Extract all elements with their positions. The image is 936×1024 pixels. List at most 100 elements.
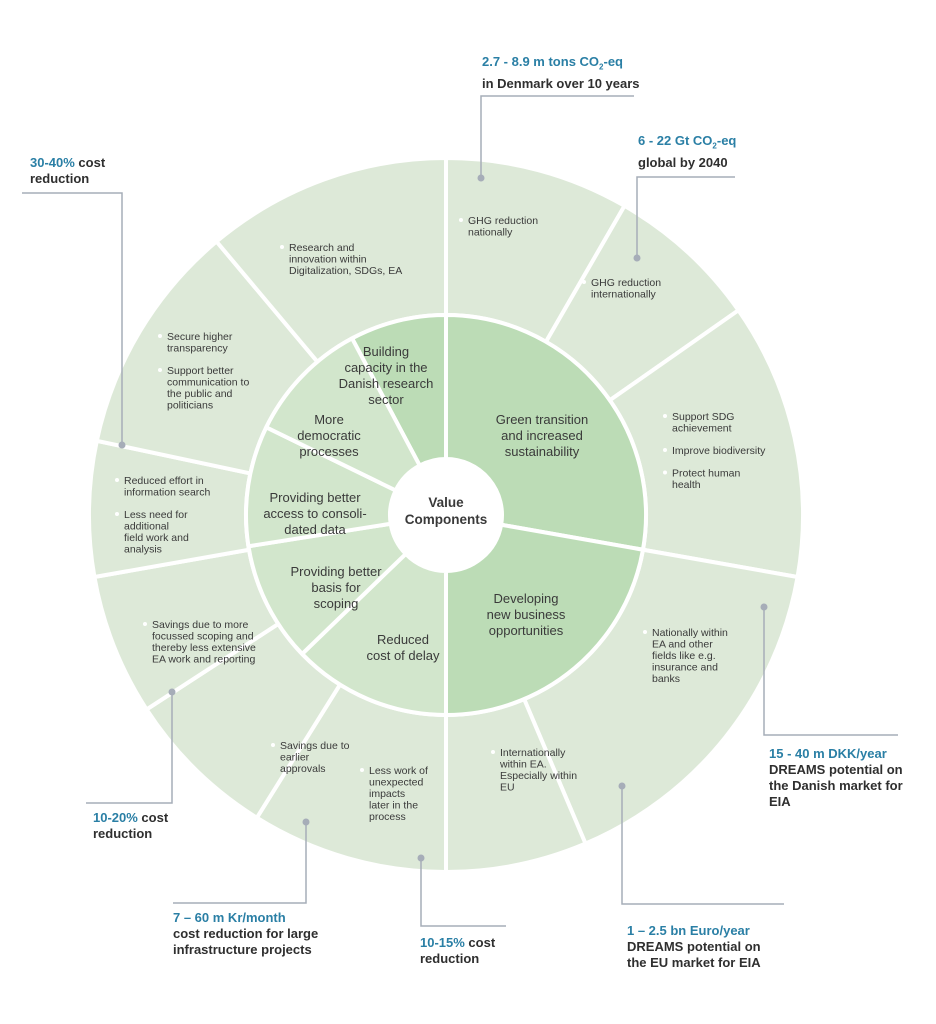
bullet-reduced-effort: Less need for bbox=[124, 509, 188, 521]
leader-global-line bbox=[636, 176, 735, 258]
bullet-dot bbox=[582, 280, 586, 284]
bullet-dot bbox=[115, 512, 119, 516]
bullet-dot bbox=[158, 334, 162, 338]
bullet-less-work: later in the bbox=[369, 800, 418, 812]
leader-denmark-dot bbox=[477, 174, 485, 182]
inner-label-access: Providing better bbox=[269, 490, 361, 505]
inner-label-democratic: processes bbox=[299, 444, 359, 459]
inner-label-scoping: scoping bbox=[314, 596, 359, 611]
bullet-national-ea: Nationally within bbox=[652, 627, 728, 639]
bullet-ghg-national: GHG reduction bbox=[468, 215, 538, 227]
bullet-national-ea: EA and other bbox=[652, 639, 713, 651]
inner-label-business: Developing bbox=[493, 591, 558, 606]
bullet-transparency: the public and bbox=[167, 388, 233, 400]
bullet-dot bbox=[280, 245, 284, 249]
bullet-sdg: Support SDG bbox=[672, 411, 734, 423]
bullet-reduced-effort: additional bbox=[124, 521, 169, 533]
inner-label-scoping: Providing better bbox=[290, 564, 382, 579]
bullet-focussed-scoping: focussed scoping and bbox=[152, 631, 254, 643]
inner-label-democratic: democratic bbox=[297, 428, 361, 443]
bullet-transparency: transparency bbox=[167, 343, 228, 355]
bullet-sdg: Improve biodiversity bbox=[672, 445, 766, 457]
leader-infra-dot bbox=[302, 818, 310, 826]
bullet-less-work: impacts bbox=[369, 788, 405, 800]
bullet-focussed-scoping: Savings due to more bbox=[152, 619, 248, 631]
bullet-sdg: achievement bbox=[672, 423, 732, 435]
inner-label-green: sustainability bbox=[505, 444, 580, 459]
bullet-transparency: politicians bbox=[167, 400, 213, 412]
leader-danish-dot bbox=[760, 603, 768, 611]
leader-global-dot bbox=[633, 254, 641, 262]
bullet-dot bbox=[491, 750, 495, 754]
bullet-earlier-approvals: earlier bbox=[280, 752, 310, 764]
inner-label-building: capacity in the bbox=[344, 360, 427, 375]
bullet-reduced-effort: analysis bbox=[124, 544, 162, 556]
leader-denmark-line bbox=[480, 95, 634, 178]
bullet-reduced-effort: information search bbox=[124, 487, 211, 499]
callout-cost-10-20: 10-20% cost reduction bbox=[93, 810, 169, 841]
center-label: Components bbox=[405, 512, 488, 527]
inner-label-access: access to consoli- bbox=[263, 506, 366, 521]
bullet-focussed-scoping: thereby less extensive bbox=[152, 642, 256, 654]
bullet-transparency: Secure higher bbox=[167, 331, 233, 343]
inner-label-green: Green transition bbox=[496, 412, 589, 427]
inner-label-building: sector bbox=[368, 392, 404, 407]
inner-label-green: and increased bbox=[501, 428, 583, 443]
bullet-dot bbox=[643, 630, 647, 634]
bullet-ghg-international: internationally bbox=[591, 289, 657, 301]
bullet-ghg-international: GHG reduction bbox=[591, 277, 661, 289]
inner-label-business: new business bbox=[487, 607, 566, 622]
inner-label-democratic: More bbox=[314, 412, 344, 427]
bullet-dot bbox=[360, 768, 364, 772]
bullet-national-ea: insurance and bbox=[652, 662, 718, 674]
bullet-national-ea: fields like e.g. bbox=[652, 650, 716, 662]
bullet-dot bbox=[115, 478, 119, 482]
bullet-dot bbox=[663, 414, 667, 418]
bullet-reduced-effort: field work and bbox=[124, 532, 189, 544]
bullet-research: innovation within bbox=[289, 254, 367, 266]
inner-label-building: Danish research bbox=[339, 376, 434, 391]
callout-global-ghg: 6 - 22 Gt CO2-eq global by 2040 bbox=[638, 133, 737, 170]
bullet-dot bbox=[271, 743, 275, 747]
inner-label-building: Building bbox=[363, 344, 409, 359]
leader-infra-line bbox=[173, 822, 307, 904]
leader-eu-dot bbox=[618, 782, 626, 790]
inner-label-business: opportunities bbox=[489, 623, 564, 638]
bullet-research: Digitalization, SDGs, EA bbox=[289, 265, 402, 277]
center-label: Value bbox=[428, 495, 464, 510]
leader-danish-line bbox=[763, 607, 898, 736]
bullet-sdg: Protect human bbox=[672, 468, 740, 480]
inner-label-delay: cost of delay bbox=[367, 648, 440, 663]
bullet-research: Research and bbox=[289, 242, 355, 254]
callout-infrastructure: 7 – 60 m Kr/month cost reduction for lar… bbox=[173, 910, 319, 957]
inner-label-scoping: basis for bbox=[311, 580, 361, 595]
bullet-focussed-scoping: EA work and reporting bbox=[152, 654, 255, 666]
bullet-transparency: communication to bbox=[167, 377, 249, 389]
bullet-less-work: Less work of bbox=[369, 765, 428, 777]
leader-cost3040-dot bbox=[118, 441, 126, 449]
bullet-international-ea: Especially within bbox=[500, 770, 577, 782]
bullet-ghg-national: nationally bbox=[468, 227, 513, 239]
bullet-sdg: health bbox=[672, 479, 701, 491]
leader-cost1015-line bbox=[420, 858, 506, 927]
bullet-less-work: unexpected bbox=[369, 777, 423, 789]
leader-cost1020-line bbox=[86, 692, 173, 804]
inner-label-access: dated data bbox=[284, 522, 346, 537]
callout-danish-market: 15 - 40 m DKK/year DREAMS potential on t… bbox=[769, 746, 903, 809]
leader-cost3040-line bbox=[22, 192, 123, 445]
bullet-dot bbox=[663, 448, 667, 452]
callout-cost-30-40: 30-40% cost reduction bbox=[30, 155, 106, 186]
callout-cost-10-15: 10-15% cost reduction bbox=[420, 935, 496, 966]
bullet-dot bbox=[143, 622, 147, 626]
center-circle bbox=[390, 459, 502, 571]
callout-eu-market: 1 – 2.5 bn Euro/year DREAMS potential on… bbox=[627, 923, 761, 970]
bullet-dot bbox=[459, 218, 463, 222]
leader-cost1015-dot bbox=[417, 854, 425, 862]
bullet-earlier-approvals: approvals bbox=[280, 763, 326, 775]
bullet-dot bbox=[158, 368, 162, 372]
bullet-reduced-effort: Reduced effort in bbox=[124, 475, 204, 487]
bullet-national-ea: banks bbox=[652, 673, 680, 685]
inner-label-delay: Reduced bbox=[377, 632, 429, 647]
bullet-transparency: Support better bbox=[167, 365, 234, 377]
